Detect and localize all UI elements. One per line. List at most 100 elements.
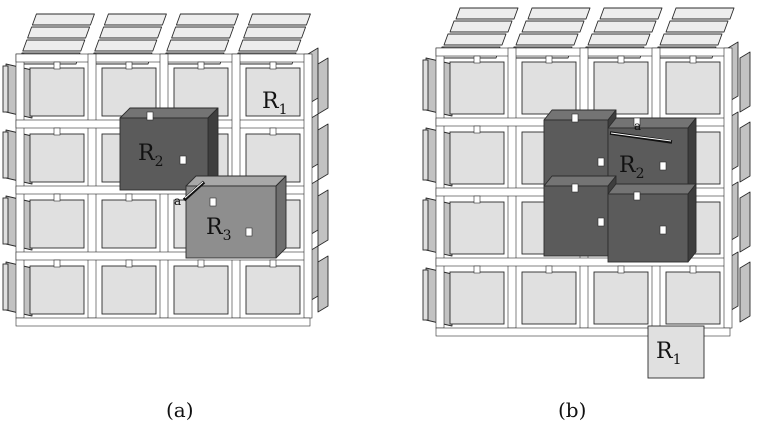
connector-notch: [617, 265, 625, 274]
top-tile: [659, 33, 723, 46]
right-tile: [317, 123, 329, 181]
top-tile: [527, 7, 591, 20]
highlighted-regions: [543, 109, 705, 379]
connector-notch: [146, 111, 154, 121]
block-face: [543, 119, 609, 187]
top-tile: [587, 33, 651, 46]
connector-notch: [53, 259, 61, 268]
caption-a: (a): [166, 398, 194, 422]
top-tile: [247, 13, 311, 26]
top-tile: [99, 26, 163, 39]
side-tile-edge: [422, 269, 429, 321]
side-tile-edge: [2, 197, 9, 245]
cube-face: [101, 265, 157, 315]
block-side: [687, 183, 697, 263]
connector-notch: [659, 225, 667, 235]
connector-notch: [597, 157, 605, 167]
top-tile: [166, 39, 230, 52]
top-tile: [31, 13, 95, 26]
side-tile-edge: [2, 131, 9, 179]
region-label-r1: R1: [656, 339, 682, 368]
connector-notch: [633, 117, 641, 127]
top-tile: [243, 26, 307, 39]
connector-notch: [53, 127, 61, 136]
connector-notch: [269, 61, 277, 70]
region-label-r2: R2: [619, 153, 645, 182]
top-tile: [665, 20, 729, 33]
cube-face: [665, 271, 721, 325]
block-face: [185, 185, 277, 259]
connector-notch: [53, 193, 61, 202]
connector-notch: [617, 55, 625, 64]
side-tile-edge: [422, 59, 429, 111]
block-face: [543, 185, 609, 257]
connector-notch: [473, 265, 481, 274]
block-face: [607, 193, 689, 263]
side-tile-edge: [422, 199, 429, 251]
connector-notch: [269, 127, 277, 136]
cube-face: [29, 199, 85, 249]
right-tile: [739, 191, 751, 253]
edge-label-a: a: [174, 194, 181, 208]
top-tile: [443, 33, 507, 46]
cube-face: [245, 67, 301, 117]
block-top: [543, 109, 617, 121]
top-tile: [593, 20, 657, 33]
connector-notch: [269, 259, 277, 268]
top-tile: [671, 7, 735, 20]
block-side: [687, 117, 697, 195]
top-tile: [22, 39, 86, 52]
top-tile: [27, 26, 91, 39]
top-tile: [521, 20, 585, 33]
top-tile: [171, 26, 235, 39]
connector-notch: [689, 265, 697, 274]
region-r3-block: [185, 175, 287, 259]
top-tile: [94, 39, 158, 52]
right-tile: [739, 261, 751, 323]
cube-face: [521, 61, 577, 115]
connector-notch: [571, 183, 579, 193]
region-label-r2: R2: [138, 141, 164, 170]
connector-notch: [689, 55, 697, 64]
cube-face: [29, 265, 85, 315]
connector-notch: [125, 259, 133, 268]
region-label-r1: R1: [262, 89, 288, 118]
side-tile-edge: [2, 263, 9, 311]
top-tile: [449, 20, 513, 33]
connector-notch: [545, 265, 553, 274]
cube-face: [29, 67, 85, 117]
cube-face: [593, 61, 649, 115]
frame-bar-h: [15, 317, 311, 327]
highlighted-regions: [119, 107, 287, 259]
cube-face: [101, 199, 157, 249]
block-top: [119, 107, 219, 119]
cube-face: [449, 61, 505, 115]
right-tile: [739, 51, 751, 113]
block-top: [607, 117, 697, 129]
connector-notch: [659, 161, 667, 171]
panel-a: R1 R2 R3 a (a): [2, 13, 329, 422]
top-tile: [599, 7, 663, 20]
shared-edge-a-highlight: [184, 181, 204, 199]
cube-face: [449, 201, 505, 255]
right-tile: [317, 57, 329, 115]
top-tile: [515, 33, 579, 46]
block-top: [543, 175, 617, 187]
cube-face: [173, 265, 229, 315]
connector-notch: [473, 125, 481, 134]
connector-notch: [197, 259, 205, 268]
panel-b: R1 R2 a (b): [422, 7, 751, 422]
caption-b: (b): [558, 398, 586, 422]
connector-notch: [125, 193, 133, 202]
frame-bar-v: [303, 53, 313, 319]
connector-notch: [571, 113, 579, 123]
top-tile: [175, 13, 239, 26]
top-tile: [103, 13, 167, 26]
frame-bar-h: [435, 327, 731, 337]
side-tile-edge: [2, 65, 9, 113]
edge-label-a: a: [634, 119, 641, 133]
cube-face: [245, 265, 301, 315]
connector-notch: [473, 195, 481, 204]
frame-bar-v: [723, 47, 733, 329]
cube-face: [245, 133, 301, 183]
